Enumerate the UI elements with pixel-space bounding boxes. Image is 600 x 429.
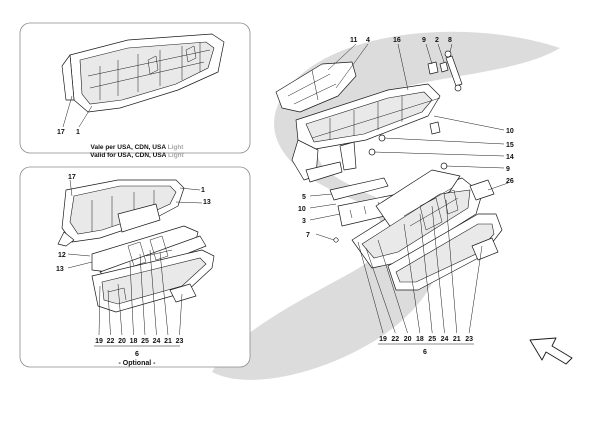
main-leader-24 (431, 205, 445, 334)
caption-italian: Vale per USA, CDN, USA Light (91, 144, 185, 151)
optional-callout-18: 18 (130, 338, 138, 345)
inset-usa-light: 17 1 Vale per USA, CDN, USA Light Valid … (19, 22, 251, 159)
callout-2: 2 (435, 37, 439, 44)
callout-3: 3 (302, 218, 306, 225)
main-leader-25 (419, 213, 433, 334)
main-leader-18 (403, 223, 421, 334)
optional-callout-20: 20 (118, 338, 126, 345)
optional-leader-18 (129, 261, 134, 336)
optional-leader-21 (159, 251, 169, 336)
optional-callout-23: 23 (176, 338, 184, 345)
callout-12-optional: 12 (58, 252, 66, 259)
main-leader-19 (357, 241, 384, 334)
callout-13-optional-a: 13 (203, 199, 211, 206)
main-leader-23 (468, 245, 483, 334)
optional-callout-21: 21 (164, 338, 172, 345)
optional-callout-25: 25 (141, 338, 149, 345)
hinge-and-damper (311, 50, 463, 170)
callout-9-right: 9 (506, 166, 510, 173)
callout-10-left: 10 (298, 206, 306, 213)
callout-13-optional-b: 13 (56, 266, 64, 273)
optional-callout-22: 22 (107, 338, 115, 345)
callout-16: 16 (393, 37, 401, 44)
caption-english: Valid for USA, CDN, USA Light (90, 152, 184, 159)
optional-frame-assembly (57, 179, 185, 247)
callout-7: 7 (306, 232, 310, 239)
main-callout-23: 23 (465, 336, 473, 343)
optional-leader-23 (179, 293, 183, 336)
callout-4: 4 (366, 37, 370, 44)
main-callout-20: 20 (404, 336, 412, 343)
main-leaders (309, 43, 509, 241)
callout-1-optional: 1 (201, 187, 205, 194)
optional-leader-24 (149, 249, 157, 336)
optional-leader-19 (98, 285, 101, 336)
optional-callout-19: 19 (95, 338, 103, 345)
glovebox-door-main (351, 169, 503, 291)
optional-label: - Optional - (119, 360, 157, 367)
main-exploded-view: 11 4 16 9 2 8 10 15 14 9 26 5 10 3 7 19 2… (275, 37, 514, 356)
callout-1-top: 1 (76, 129, 80, 136)
callout-6-optional: 6 (135, 351, 139, 358)
optional-group-leaders (98, 249, 183, 336)
callout-10-right: 10 (506, 128, 514, 135)
callout-17-top: 17 (57, 129, 65, 136)
optional-leader-20 (117, 283, 123, 336)
main-callout-18: 18 (416, 336, 424, 343)
callout-17-optional: 17 (68, 174, 76, 181)
main-leader-22 (365, 247, 396, 334)
main-callout-22: 22 (391, 336, 399, 343)
glovebox-frame-assembly (61, 33, 225, 113)
callout-11: 11 (350, 37, 358, 44)
main-callout-25: 25 (428, 336, 436, 343)
optional-glovebox-door (91, 225, 215, 313)
direction-arrow-icon (529, 337, 573, 365)
support-frame (275, 61, 441, 183)
main-group-callouts: 19 22 20 18 25 24 21 23 (379, 336, 473, 343)
main-group-leaders (357, 199, 483, 334)
callout-6-main: 6 (423, 349, 427, 356)
main-leader-20 (377, 239, 408, 334)
optional-leader-25 (139, 253, 146, 336)
callout-14: 14 (506, 154, 514, 161)
callout-9-top: 9 (422, 37, 426, 44)
optional-leader-22 (107, 289, 111, 336)
main-callout-19: 19 (379, 336, 387, 343)
callout-26: 26 (506, 178, 514, 185)
main-callout-24: 24 (441, 336, 449, 343)
main-leader-21 (445, 199, 458, 334)
callout-8: 8 (448, 37, 452, 44)
callout-5: 5 (302, 194, 306, 201)
optional-callout-24: 24 (153, 338, 161, 345)
main-callout-21: 21 (453, 336, 461, 343)
callout-15: 15 (506, 142, 514, 149)
